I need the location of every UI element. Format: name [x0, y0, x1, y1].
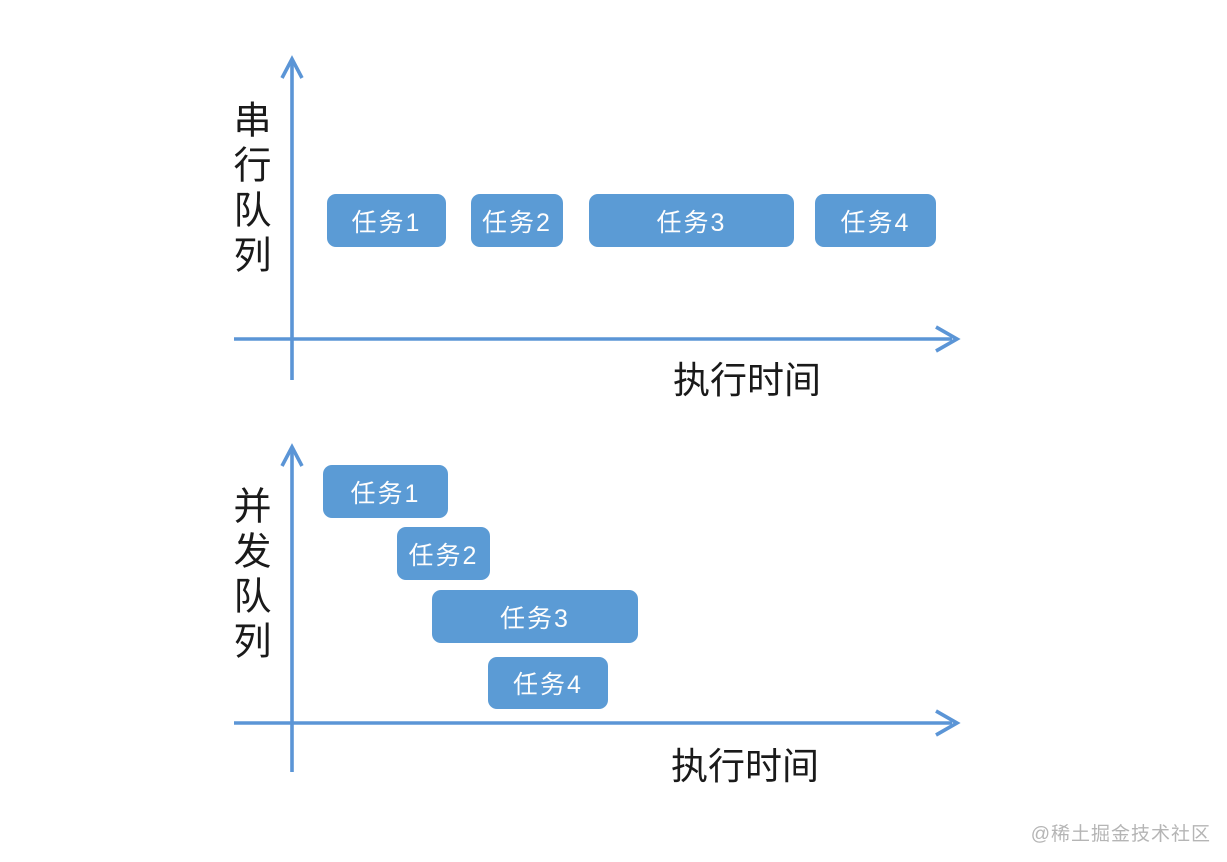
up-arrowhead-icon — [280, 55, 304, 79]
task-box-concurrent-queue-4: 任务4 — [488, 657, 608, 709]
serial-queue-x-axis-label: 执行时间 — [673, 361, 821, 402]
concurrent-queue-y-axis — [280, 443, 304, 772]
task-box-concurrent-queue-1: 任务1 — [323, 465, 448, 518]
serial-queue-x-axis — [234, 325, 961, 353]
concurrent-queue-x-axis-label: 执行时间 — [671, 747, 819, 788]
task-box-serial-queue-4: 任务4 — [815, 194, 936, 247]
serial-queue-label: 串行队列 — [227, 100, 269, 280]
up-arrowhead-icon — [280, 443, 304, 467]
task-box-concurrent-queue-2: 任务2 — [397, 527, 490, 580]
right-arrowhead-icon — [935, 709, 961, 737]
watermark: @稀土掘金技术社区 — [1030, 824, 1211, 845]
serial-queue-y-axis — [280, 55, 304, 380]
task-box-serial-queue-3: 任务3 — [589, 194, 794, 247]
concurrent-queue-label: 并发队列 — [227, 486, 269, 666]
task-box-serial-queue-1: 任务1 — [327, 194, 446, 247]
concurrent-queue-x-axis — [234, 709, 961, 737]
right-arrowhead-icon — [935, 325, 961, 353]
task-box-serial-queue-2: 任务2 — [471, 194, 563, 247]
task-box-concurrent-queue-3: 任务3 — [432, 590, 638, 643]
